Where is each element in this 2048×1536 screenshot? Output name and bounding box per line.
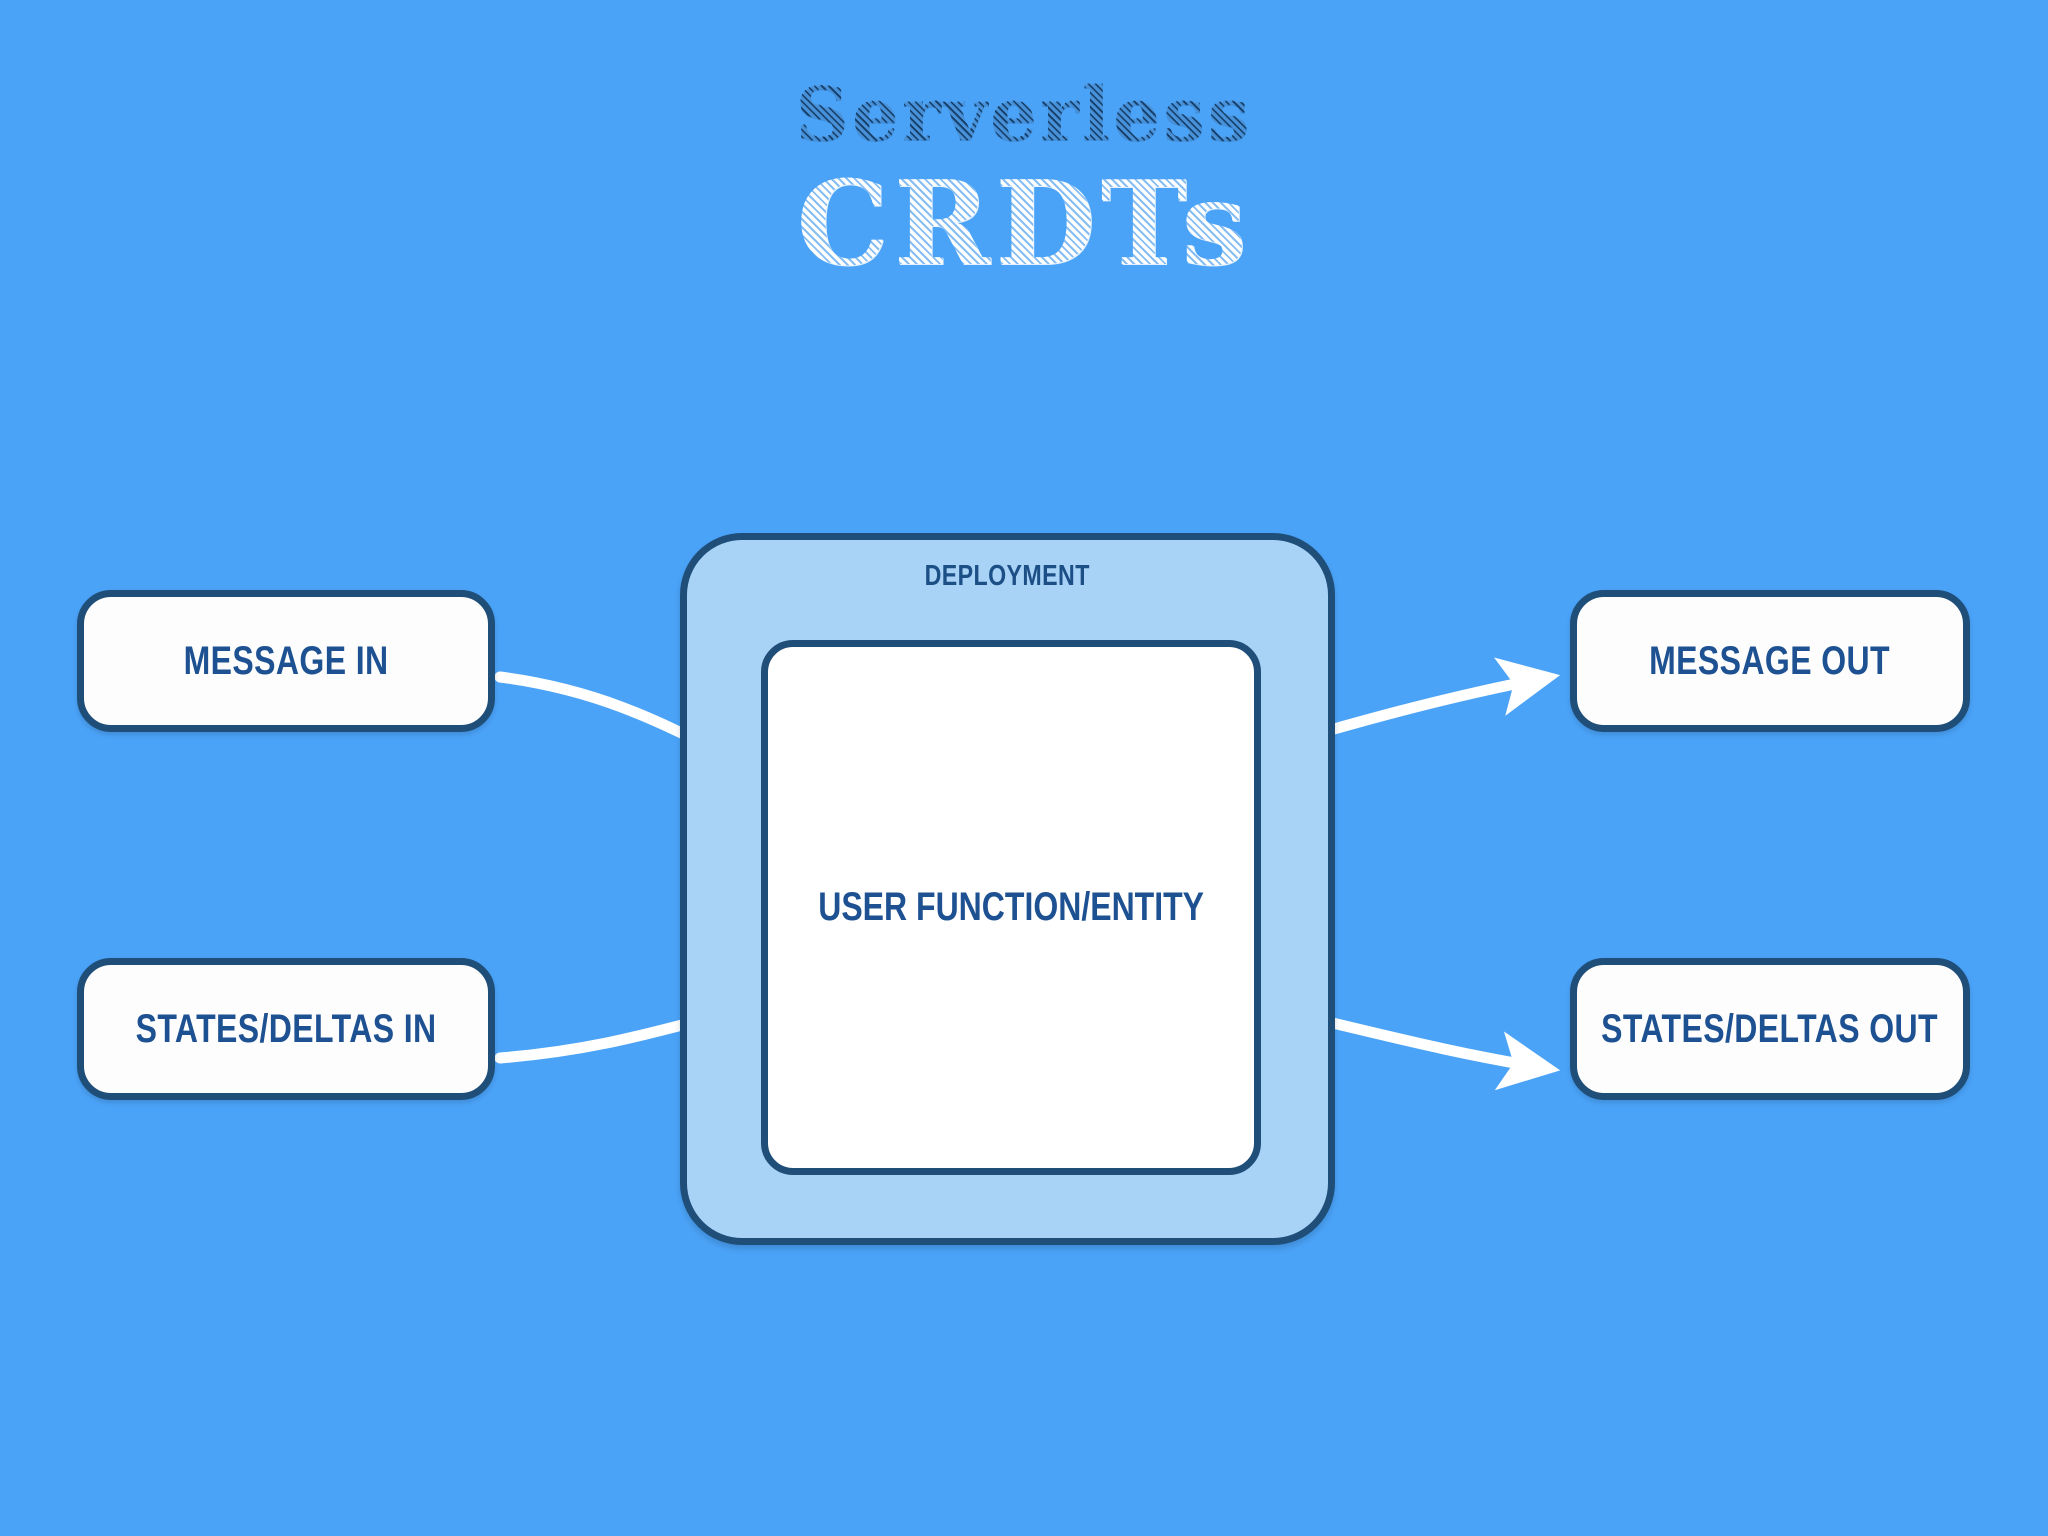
title-line-serverless: Serverless [795, 72, 1253, 158]
node-message-out-label: MESSAGE OUT [1649, 638, 1891, 683]
title-block: Serverless CRDTs [0, 78, 2048, 282]
node-states-deltas-in[interactable]: STATES/DELTAS IN [77, 958, 495, 1100]
deployment-container[interactable]: DEPLOYMENT USER FUNCTION/ENTITY [680, 533, 1335, 1245]
user-function-entity-box[interactable]: USER FUNCTION/ENTITY [761, 640, 1261, 1175]
node-message-in[interactable]: MESSAGE IN [77, 590, 495, 732]
node-states-deltas-out-label: STATES/DELTAS OUT [1601, 1006, 1939, 1051]
title-line-crdts: CRDTs [796, 156, 1252, 292]
deployment-label-text: DEPLOYMENT [924, 560, 1091, 592]
user-function-entity-label: USER FUNCTION/ENTITY [818, 885, 1204, 929]
deployment-label: DEPLOYMENT [687, 560, 1328, 593]
node-message-in-label: MESSAGE IN [183, 638, 389, 683]
node-states-deltas-out[interactable]: STATES/DELTAS OUT [1570, 958, 1970, 1100]
node-message-out[interactable]: MESSAGE OUT [1570, 590, 1970, 732]
node-states-deltas-in-label: STATES/DELTAS IN [135, 1006, 437, 1051]
